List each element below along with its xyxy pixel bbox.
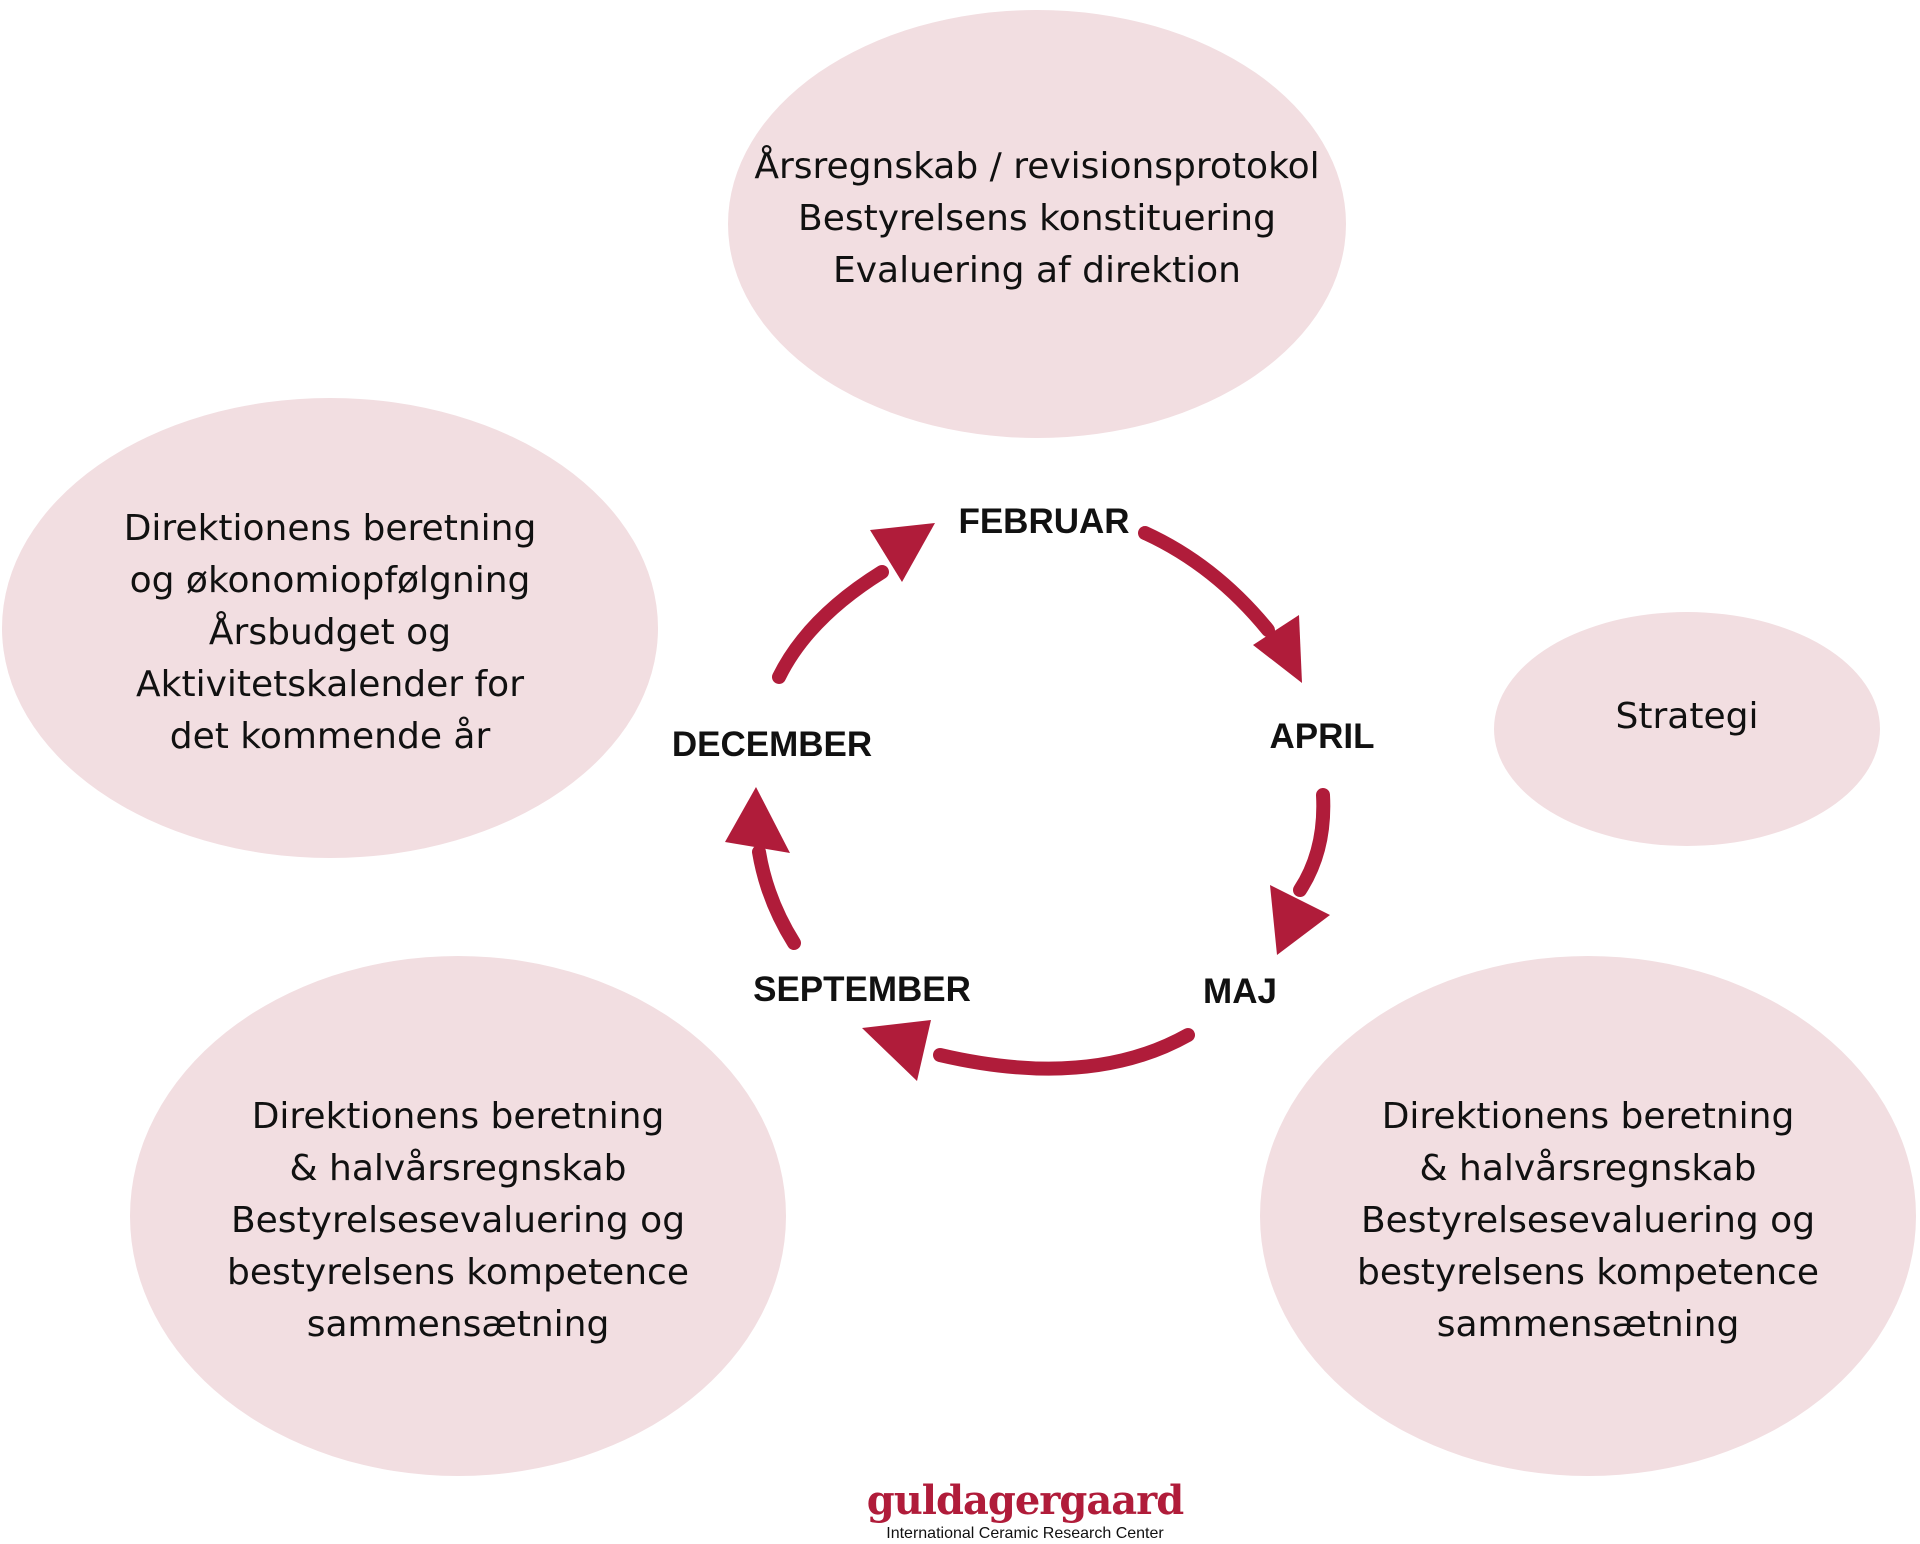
month-label-december: DECEMBER — [671, 725, 873, 764]
bubble-line: Evaluering af direktion — [832, 250, 1241, 291]
bubble-line: Bestyrelsesevaluering og — [1360, 1200, 1816, 1241]
bubble-line: sammensætning — [306, 1304, 610, 1345]
bubble-line: & halvårsregnskab — [1419, 1148, 1757, 1189]
arrow-head-april — [1253, 615, 1302, 683]
bubble-september-text: Direktionens beretning & halvårsregnskab… — [227, 1091, 689, 1351]
arrow-head-september — [862, 1020, 931, 1081]
arrow-head-februar — [870, 523, 935, 582]
arrow-head-maj — [1270, 885, 1330, 955]
bubble-line: sammensætning — [1436, 1304, 1740, 1345]
bubble-april: Strategi — [1494, 612, 1880, 846]
month-label-april: APRIL — [1269, 717, 1375, 756]
arrow-head-december — [725, 787, 790, 853]
bubble-line: Årsbudget og — [208, 612, 452, 653]
month-label-maj: MAJ — [1203, 972, 1277, 1011]
bubble-december: Direktionens beretning og økonomiopfølgn… — [2, 398, 658, 858]
logo-subtitle: International Ceramic Research Center — [886, 1525, 1164, 1542]
bubble-april-text: Strategi — [1616, 691, 1759, 743]
arrow-februar-to-april — [1138, 526, 1275, 637]
guldagergaard-logo: guldagergaard International Ceramic Rese… — [865, 1478, 1185, 1544]
bubble-februar: Årsregnskab / revisionsprotokol Bestyrel… — [728, 10, 1346, 438]
bubble-line: & halvårsregnskab — [289, 1148, 627, 1189]
bubble-maj: Direktionens beretning & halvårsregnskab… — [1260, 956, 1916, 1476]
bubble-line: og økonomiopfølgning — [129, 560, 531, 601]
arrow-maj-to-september — [933, 1028, 1195, 1076]
bubble-line: bestyrelsens kompetence — [1357, 1252, 1819, 1293]
month-label-februar: FEBRUAR — [958, 502, 1130, 541]
bubble-september: Direktionens beretning & halvårsregnskab… — [130, 956, 786, 1476]
arrow-september-to-december — [752, 845, 801, 950]
bubble-december-text: Direktionens beretning og økonomiopfølgn… — [124, 503, 537, 763]
bubble-line: Aktivitetskalender for — [135, 664, 525, 705]
bubble-line: Årsregnskab / revisionsprotokol — [754, 146, 1320, 187]
bubble-februar-text: Årsregnskab / revisionsprotokol Bestyrel… — [754, 141, 1319, 297]
bubble-line: Direktionens beretning — [1381, 1096, 1795, 1137]
bubble-line: det kommende år — [169, 716, 491, 757]
arrow-december-to-februar — [772, 565, 889, 684]
logo-wordmark: guldagergaard — [866, 1477, 1184, 1524]
bubble-line: Bestyrelsens konstituering — [798, 198, 1276, 239]
bubble-maj-text: Direktionens beretning & halvårsregnskab… — [1357, 1091, 1819, 1351]
bubble-line: Bestyrelsesevaluering og — [230, 1200, 686, 1241]
arrow-april-to-maj — [1293, 788, 1331, 897]
bubble-line: Direktionens beretning — [251, 1096, 665, 1137]
bubble-line: Strategi — [1615, 696, 1759, 737]
bubble-line: Direktionens beretning — [123, 508, 537, 549]
bubble-line: bestyrelsens kompetence — [227, 1252, 689, 1293]
month-label-september: SEPTEMBER — [753, 970, 971, 1009]
